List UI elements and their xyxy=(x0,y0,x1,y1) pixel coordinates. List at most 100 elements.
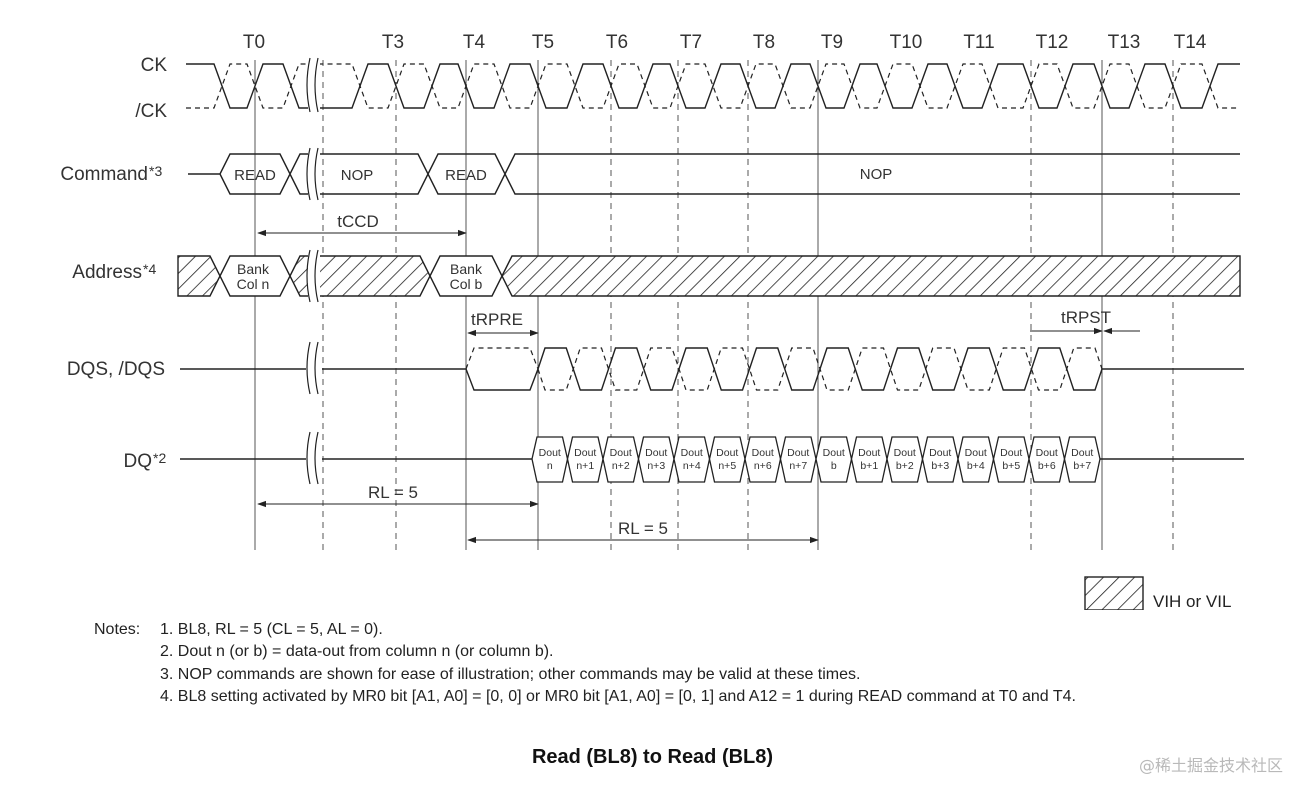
time-label-t5: T5 xyxy=(532,32,554,53)
time-label-t10: T10 xyxy=(890,32,923,53)
command-read-1: READ xyxy=(234,167,276,184)
tccd-label: tCCD xyxy=(337,212,379,231)
notes-lead: Notes: xyxy=(94,621,141,638)
dq-cell-sublabel-14: b+6 xyxy=(1038,460,1056,472)
dq-cell-sublabel-8: b xyxy=(831,460,837,472)
break-curve-left-4 xyxy=(306,431,311,485)
time-label-t13: T13 xyxy=(1108,32,1141,53)
figure-caption: Read (BL8) to Read (BL8) xyxy=(531,746,774,768)
dq-cell-label-10: Dout xyxy=(894,447,916,459)
command-label: Command xyxy=(60,164,148,185)
dq-cell-label-1: Dout xyxy=(574,447,596,459)
trpre-label: tRPRE xyxy=(471,310,523,329)
clock-waveforms xyxy=(186,63,1240,109)
address-bus: Bank Col n Bank Col b xyxy=(177,255,1241,297)
ck-n-waveform xyxy=(186,63,1240,109)
dq-cell-sublabel-0: n xyxy=(547,460,553,472)
note-2: 2. Dout n (or b) = data-out from column … xyxy=(94,641,1076,663)
note-2-text: 2. Dout n (or b) = data-out from column … xyxy=(160,643,554,661)
dq-cell-sublabel-13: b+5 xyxy=(1002,460,1020,472)
dq-cell-sublabel-9: b+1 xyxy=(860,460,878,472)
dq-cell-label-5: Dout xyxy=(716,447,738,459)
break-gap-1 xyxy=(308,148,320,200)
address-bank-2: Bank xyxy=(450,261,483,277)
dq-cell-label-12: Dout xyxy=(965,447,987,459)
address-box-outline xyxy=(219,255,503,297)
dq-cell-label-7: Dout xyxy=(787,447,809,459)
dq-cell-label-11: Dout xyxy=(929,447,951,459)
break-curve-right-0 xyxy=(314,57,319,113)
dq-cell-label-0: Dout xyxy=(539,447,561,459)
dqs-toggle-dashed xyxy=(537,347,1103,391)
address-hatch-3 xyxy=(501,255,1241,297)
time-label-t12: T12 xyxy=(1036,32,1069,53)
time-label-t4: T4 xyxy=(463,32,486,53)
address-bank-1: Bank xyxy=(237,261,270,277)
trpst-label: tRPST xyxy=(1061,308,1111,327)
legend-hatch-swatch xyxy=(1084,576,1144,610)
address-hatch-1 xyxy=(177,255,221,297)
command-bus: READ NOP READ NOP xyxy=(188,153,1240,195)
break-gap-3 xyxy=(308,342,320,394)
break-gap-2 xyxy=(308,250,320,302)
dq-cell-sublabel-2: n+2 xyxy=(612,460,630,472)
command-bus-outline xyxy=(188,153,1240,195)
dq-cell-sublabel-4: n+4 xyxy=(683,460,701,472)
timing-annotations: tCCD tRPRE tRPST RL = 5 RL = 5 xyxy=(257,212,1140,544)
dq-cell-15 xyxy=(1063,436,1101,483)
break-curve-right-4 xyxy=(314,431,319,485)
ck-n-label: /CK xyxy=(135,101,167,122)
address-note: *4 xyxy=(143,261,156,277)
dq-cell-label-3: Dout xyxy=(645,447,667,459)
time-label-t0: T0 xyxy=(243,32,265,53)
note-4: 4. BL8 setting activated by MR0 bit [A1,… xyxy=(94,686,1076,708)
dq-cell-label-13: Dout xyxy=(1000,447,1022,459)
time-label-t6: T6 xyxy=(606,32,628,53)
address-col-n: Col n xyxy=(237,276,270,292)
dq-cell-label-6: Dout xyxy=(752,447,774,459)
dq-cell-label-9: Dout xyxy=(858,447,880,459)
dq-cell-label-2: Dout xyxy=(610,447,632,459)
dqs-toggle-solid xyxy=(537,347,1244,391)
dqs-waveform xyxy=(180,347,1244,391)
command-note: *3 xyxy=(149,163,162,179)
break-curve-left-2 xyxy=(306,249,311,303)
dq-label: DQ xyxy=(124,451,153,472)
command-read-2: READ xyxy=(445,167,487,184)
time-label-t3: T3 xyxy=(382,32,404,53)
break-curve-left-3 xyxy=(306,341,311,395)
dq-bus: DoutnDoutn+1Doutn+2Doutn+3Doutn+4Doutn+5… xyxy=(180,436,1244,483)
notes: Notes: 1. BL8, RL = 5 (CL = 5, AL = 0). 2… xyxy=(94,619,1076,708)
dqs-label: DQS, /DQS xyxy=(67,359,165,380)
ck-waveform xyxy=(186,63,1240,109)
break-gap-0 xyxy=(308,58,320,112)
dq-cell-sublabel-6: n+6 xyxy=(754,460,772,472)
dq-cell-label-14: Dout xyxy=(1036,447,1058,459)
watermark: @稀土掘金技术社区 xyxy=(1138,756,1283,775)
dqs-preamble-dashed xyxy=(465,347,539,370)
dq-cell-sublabel-10: b+2 xyxy=(896,460,914,472)
rl1-label: RL = 5 xyxy=(368,483,418,502)
dq-cell-sublabel-12: b+4 xyxy=(967,460,985,472)
time-label-t7: T7 xyxy=(680,32,702,53)
dq-cell-sublabel-15: b+7 xyxy=(1073,460,1091,472)
dq-cell-sublabel-11: b+3 xyxy=(931,460,949,472)
break-gap-4 xyxy=(308,432,320,484)
break-curve-left-0 xyxy=(306,57,311,113)
rl2-label: RL = 5 xyxy=(618,519,668,538)
note-1: Notes: 1. BL8, RL = 5 (CL = 5, AL = 0). xyxy=(94,619,1076,641)
break-curve-right-1 xyxy=(314,147,319,201)
dqs-preamble-solid xyxy=(180,368,539,391)
dq-cell-sublabel-7: n+7 xyxy=(789,460,807,472)
note-1-text: 1. BL8, RL = 5 (CL = 5, AL = 0). xyxy=(160,621,383,638)
command-nop-2: NOP xyxy=(860,166,893,183)
dq-note: *2 xyxy=(153,450,166,466)
break-curve-right-3 xyxy=(314,341,319,395)
dq-cell-label-4: Dout xyxy=(681,447,703,459)
legend-label: VIH or VIL xyxy=(1153,592,1232,611)
time-label-t9: T9 xyxy=(821,32,843,53)
time-break-symbols xyxy=(306,57,320,485)
dq-cell-sublabel-3: n+3 xyxy=(647,460,665,472)
